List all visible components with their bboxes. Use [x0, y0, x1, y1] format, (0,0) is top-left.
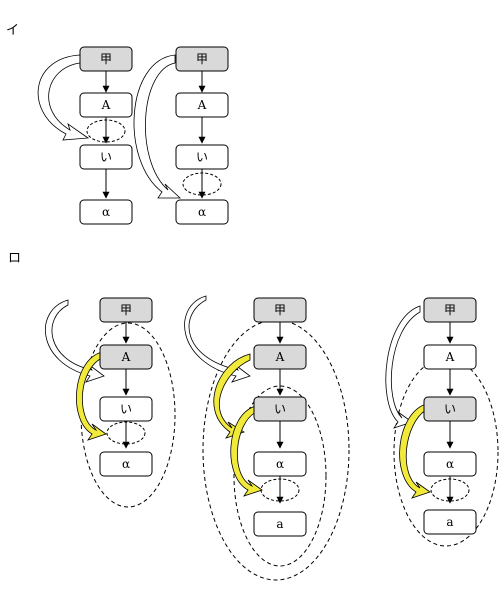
- ro-d2-yellow-curved-arrow-1: [213, 353, 251, 439]
- ro-d3-yellow-curved-arrow: [399, 403, 431, 499]
- ro-d2-yellow-curved-arrow-2: [230, 405, 263, 497]
- section-label-i: イ: [6, 23, 19, 38]
- ro-d2-outer-ellipse: [202, 319, 350, 581]
- i-d1-label-i: い: [100, 150, 112, 164]
- ro-d1-outer-ellipse: [80, 322, 176, 508]
- ro-d2-label-alpha: α: [276, 457, 284, 471]
- section-label-ro: ロ: [8, 251, 21, 266]
- i-diagram-2: 甲 A い α: [133, 46, 229, 225]
- ro-d3-label-i: い: [444, 402, 456, 416]
- i-d2-label-i: い: [196, 150, 208, 164]
- i-d2-label-A: A: [197, 98, 207, 112]
- i-d1-label-A: A: [101, 98, 111, 112]
- ro-d2-label-A: A: [275, 350, 285, 364]
- ro-d2-label-a: a: [276, 517, 283, 531]
- ro-d2-inner-ellipse: [233, 385, 327, 567]
- i-d1-box-alpha: [79, 199, 133, 225]
- ro-diagram-3: 甲 A い α a: [385, 297, 499, 547]
- ro-d1-white-curved-arrow: [45, 299, 105, 383]
- i-d1-label-alpha: α: [102, 205, 110, 219]
- i-d2-label-alpha: α: [198, 205, 206, 219]
- ro-d1-label-kou: 甲: [120, 303, 132, 317]
- ro-d1-label-i: い: [120, 402, 132, 416]
- ro-diagram-1: 甲 A い α: [45, 297, 176, 508]
- ro-d2-label-i: い: [274, 402, 286, 416]
- ro-d3-label-kou: 甲: [444, 303, 456, 317]
- ro-d3-label-a: a: [446, 515, 453, 529]
- i-d2-label-kou: 甲: [196, 52, 208, 66]
- ro-d3-label-A: A: [445, 350, 455, 364]
- i-d1-label-kou: 甲: [100, 52, 112, 66]
- ro-d3-white-curved-arrow: [385, 305, 421, 429]
- ro-d1-label-A: A: [121, 350, 131, 364]
- ro-d1-box-alpha: [99, 451, 153, 477]
- ro-d3-label-alpha: α: [446, 457, 454, 471]
- ro-d2-white-curved-arrow: [184, 295, 251, 383]
- i-d2-box-alpha: [175, 199, 229, 225]
- i-d2-curved-arrow: [133, 54, 182, 199]
- i-d1-curved-arrow: [37, 54, 90, 141]
- i-diagram-1: 甲 A い α: [37, 46, 133, 225]
- ro-d1-label-alpha: α: [122, 457, 130, 471]
- ro-d2-box-a: [253, 511, 307, 537]
- ro-d2-label-kou: 甲: [274, 303, 286, 317]
- ro-diagram-2: 甲 A い α a: [184, 295, 350, 581]
- ro-d1-yellow-curved-arrow: [76, 351, 107, 441]
- ro-d3-box-a: [423, 509, 477, 535]
